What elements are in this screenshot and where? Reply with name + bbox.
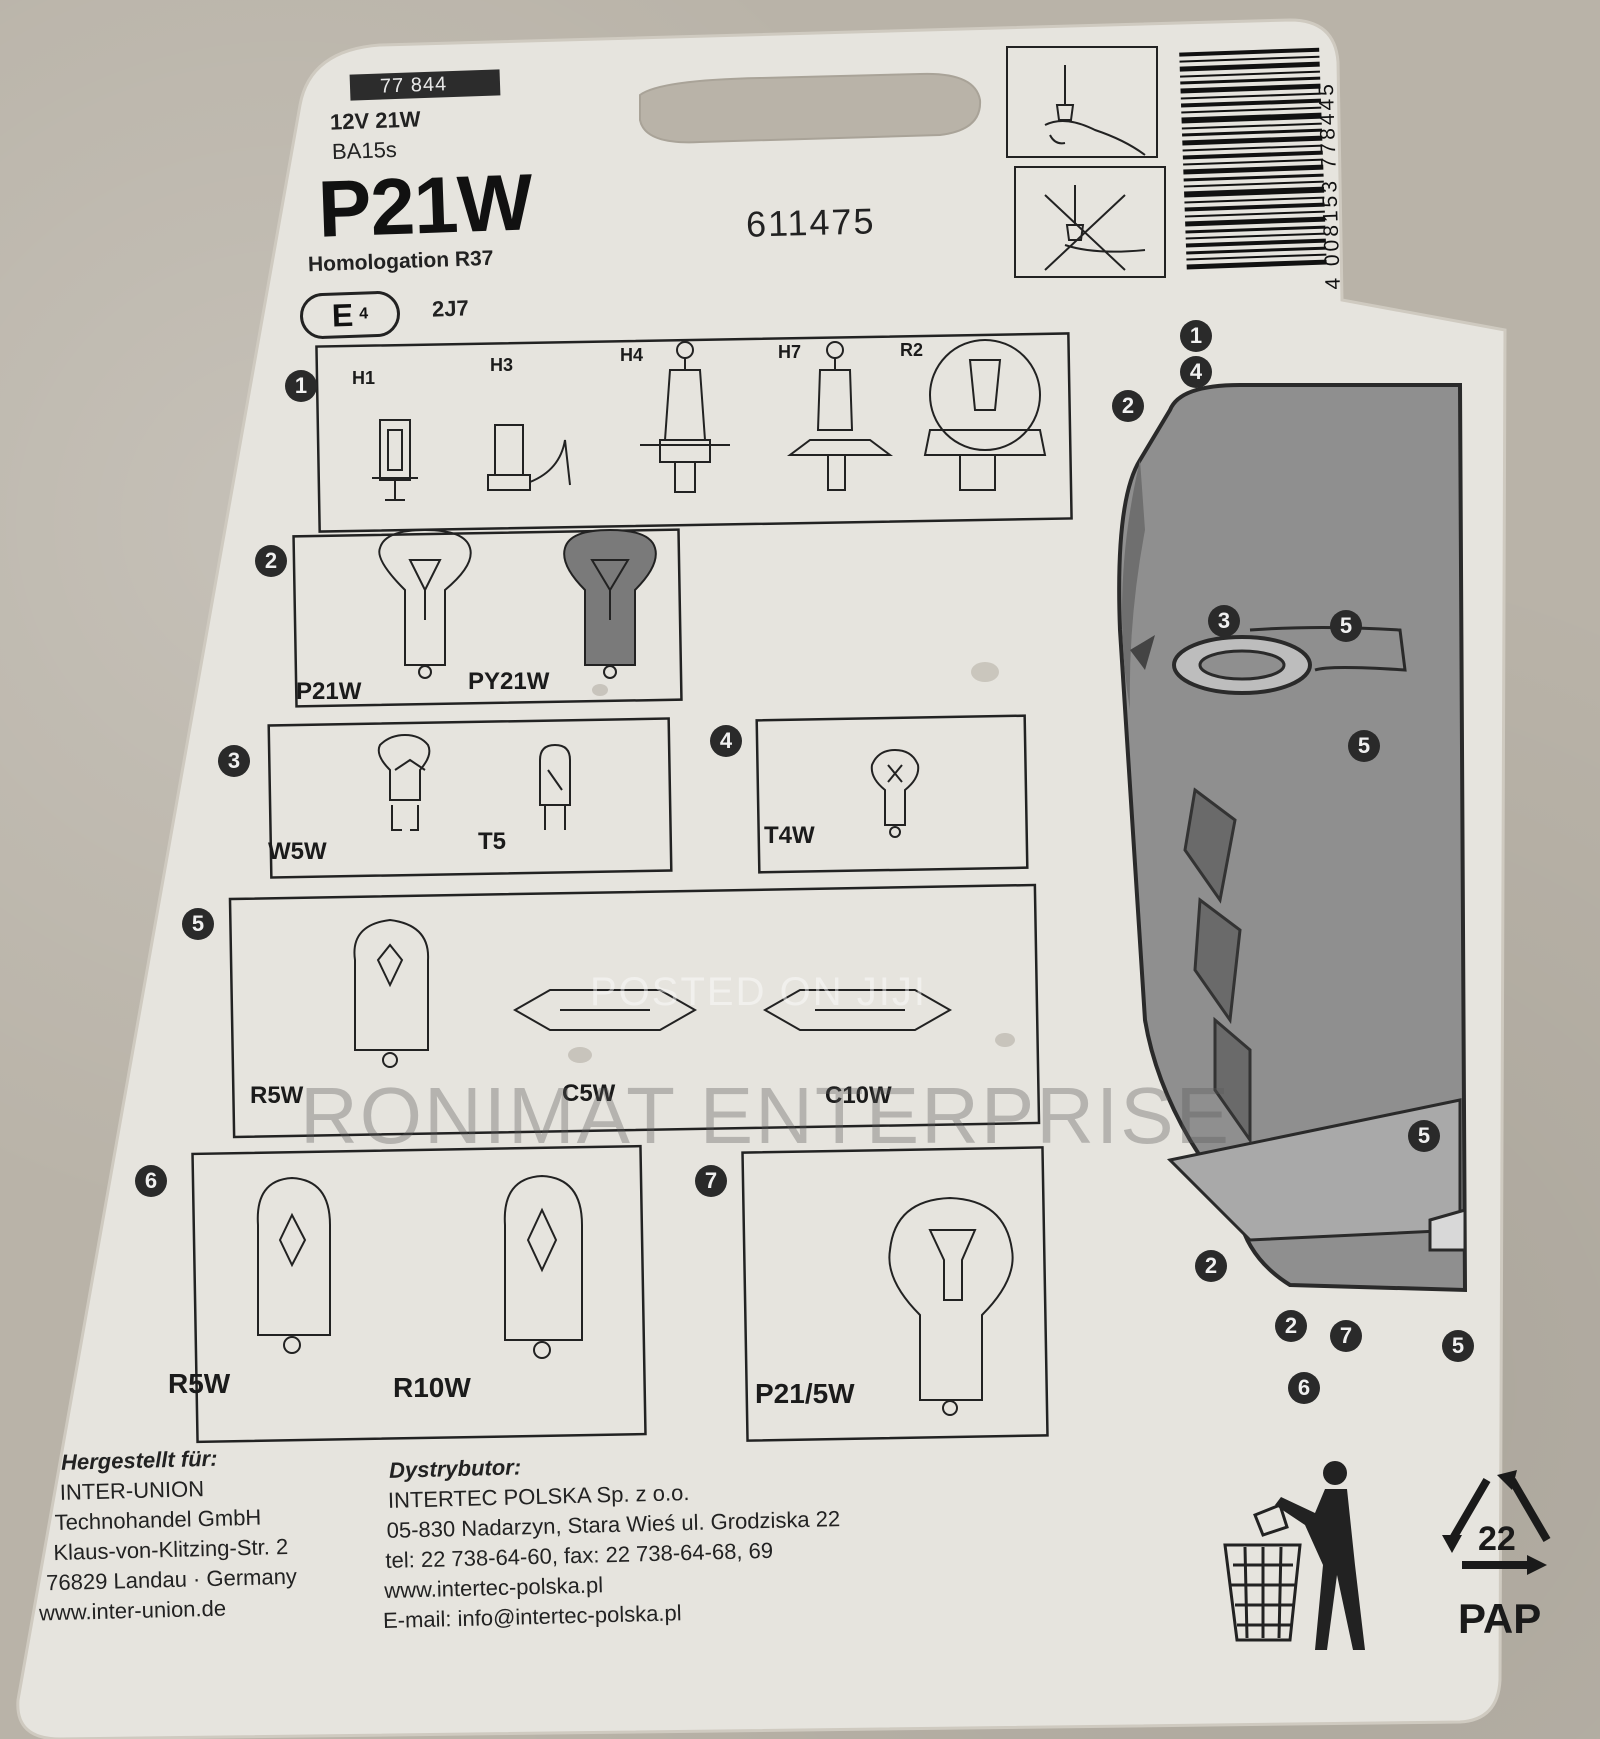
label-r5w-6: R5W <box>168 1368 231 1399</box>
car-marker-6: 6 <box>1288 1372 1320 1404</box>
bulb-t5 <box>539 743 571 830</box>
bulb-h4 <box>640 341 730 493</box>
bulb-h7 <box>787 341 893 491</box>
bulb-w5w <box>377 733 431 831</box>
label-r2: R2 <box>900 340 924 360</box>
car-marker-5-rear: 5 <box>1408 1120 1440 1152</box>
section-number-7: 7 <box>695 1165 727 1197</box>
recycling-triangle-icon <box>1442 1470 1551 1575</box>
section-number-4: 4 <box>710 725 742 757</box>
section-number-5: 5 <box>182 908 214 940</box>
label-h3: H3 <box>490 355 514 375</box>
label-h1: H1 <box>352 368 376 388</box>
bulb-t4w <box>870 748 920 838</box>
section-number-2: 2 <box>255 545 287 577</box>
label-t5: T5 <box>478 828 507 855</box>
car-marker-2-rear: 2 <box>1195 1250 1227 1282</box>
dispose-in-bin-icon <box>1223 1461 1365 1650</box>
label-h7: H7 <box>778 342 802 362</box>
section-number-6: 6 <box>135 1165 167 1197</box>
bulb-r5w-5 <box>353 918 430 1068</box>
bulb-py21w <box>563 528 657 679</box>
label-c10w: C10W <box>825 1082 892 1109</box>
car-marker-7: 7 <box>1330 1320 1362 1352</box>
car-marker-4: 4 <box>1180 356 1212 388</box>
label-r10w: R10W <box>393 1372 471 1403</box>
section-5-box <box>228 883 1041 1139</box>
label-w5w: W5W <box>268 838 327 865</box>
label-c5w: C5W <box>562 1080 616 1107</box>
label-h4: H4 <box>620 345 644 365</box>
bulb-r10w <box>503 1174 583 1359</box>
section-3-box <box>267 717 673 879</box>
label-p21-5w: P21/5W <box>755 1378 855 1409</box>
section-4-box <box>755 714 1029 874</box>
car-marker-5-bottom: 5 <box>1442 1330 1474 1362</box>
bulb-p21-5w <box>888 1196 1014 1416</box>
recycling-material: PAP <box>1458 1595 1542 1642</box>
watermark-seller: RONIMAT ENTERPRISE <box>300 1071 1231 1160</box>
label-r5w-5: R5W <box>250 1082 304 1109</box>
recycling-code: 22 <box>1478 1520 1516 1558</box>
car-illustration <box>1117 383 1468 1293</box>
label-py21w: PY21W <box>468 668 550 695</box>
car-marker-3: 3 <box>1208 605 1240 637</box>
bulb-c10w <box>762 989 953 1031</box>
car-marker-2-top: 2 <box>1112 390 1144 422</box>
bulb-c5w <box>512 989 698 1031</box>
barcode <box>1179 47 1327 270</box>
bulb-r2 <box>923 339 1047 491</box>
bulb-p21w <box>378 528 472 679</box>
label-p21w: P21W <box>296 678 362 705</box>
bulb-h3 <box>487 424 571 491</box>
watermark-posted: POSTED ON JIJI <box>590 970 927 1014</box>
car-marker-5-dash: 5 <box>1330 610 1362 642</box>
car-marker-1: 1 <box>1180 320 1212 352</box>
label-t4w: T4W <box>764 822 815 849</box>
handling-instructions-icon <box>1006 46 1166 278</box>
section-number-1: 1 <box>285 370 317 402</box>
section-2-box <box>292 528 683 708</box>
bulb-h1 <box>372 419 418 501</box>
car-marker-2-bottom: 2 <box>1275 1310 1307 1342</box>
section-7-box <box>741 1146 1049 1442</box>
section-1-box <box>315 332 1073 533</box>
car-marker-5-roof: 5 <box>1348 730 1380 762</box>
section-number-3: 3 <box>218 745 250 777</box>
bulb-r5w-6 <box>256 1176 331 1354</box>
manufacturer-block: Hergestellt für: INTER-UNION Technohande… <box>39 1442 298 1629</box>
section-6-box <box>191 1144 647 1444</box>
distributor-block: Dystrybutor: INTERTEC POLSKA Sp. z o.o. … <box>383 1444 843 1636</box>
